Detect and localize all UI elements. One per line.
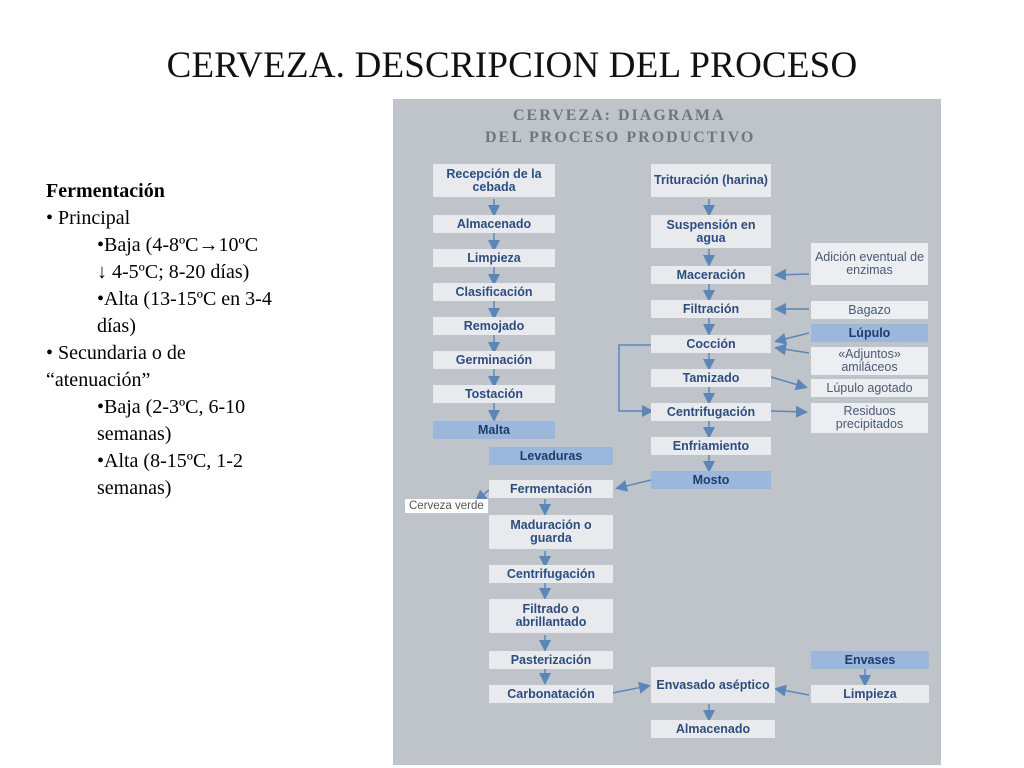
diagram-title: Cerveza: diagrama del proceso productivo bbox=[485, 105, 755, 149]
note-line: •Alta (13-15ºC en 3-4 bbox=[97, 288, 272, 310]
step-pasterizacion: Pasterización bbox=[489, 651, 613, 669]
step-carbonatacion: Carbonatación bbox=[489, 685, 613, 703]
step-maceracion: Maceración bbox=[651, 266, 771, 284]
step-limpieza: Limpieza bbox=[433, 249, 555, 267]
step-envases: Envases bbox=[811, 651, 929, 669]
step-malta: Malta bbox=[433, 421, 555, 439]
notes-heading: Fermentación bbox=[46, 180, 165, 202]
note-line: semanas) bbox=[97, 477, 172, 499]
side-adicion-enzimas: Adición eventual de enzimas bbox=[811, 243, 928, 285]
step-recepcion: Recepción de la cebada bbox=[433, 164, 555, 197]
step-fermentacion: Fermentación bbox=[489, 480, 613, 498]
step-tostacion: Tostación bbox=[433, 385, 555, 403]
diagram-arrows bbox=[474, 199, 871, 722]
step-limpieza-envases: Limpieza bbox=[811, 685, 929, 703]
note-line: •Alta (8-15ºC, 1-2 bbox=[97, 450, 243, 472]
process-diagram: Cerveza: diagrama del proceso productivo… bbox=[393, 99, 941, 765]
step-almacenado: Almacenado bbox=[433, 215, 555, 233]
side-lupulo: Lúpulo bbox=[811, 324, 928, 342]
step-levaduras: Levaduras bbox=[489, 447, 613, 465]
diagram-title-line1: Cerveza: diagrama bbox=[513, 107, 726, 124]
note-line: semanas) bbox=[97, 423, 172, 445]
note-line: •Baja (2-3ºC, 6-10 bbox=[97, 396, 246, 418]
side-residuos: Residuos precipitados bbox=[811, 403, 928, 433]
step-coccion: Cocción bbox=[651, 335, 771, 353]
diagram-title-line2: del proceso productivo bbox=[485, 129, 756, 146]
step-filtracion: Filtración bbox=[651, 300, 771, 318]
step-maduracion: Maduración o guarda bbox=[489, 515, 613, 549]
step-tamizado: Tamizado bbox=[651, 369, 771, 387]
step-mosto: Mosto bbox=[651, 471, 771, 489]
step-trituracion: Trituración (harina) bbox=[651, 164, 771, 197]
note-line: “atenuación” bbox=[46, 369, 151, 391]
step-clasificacion: Clasificación bbox=[433, 283, 555, 301]
step-germinacion: Germinación bbox=[433, 351, 555, 369]
step-suspension: Suspensión en agua bbox=[651, 215, 771, 248]
step-envasado: Envasado aséptico bbox=[651, 667, 775, 703]
side-bagazo: Bagazo bbox=[811, 301, 928, 319]
step-centrifugacion-1: Centrifugación bbox=[651, 403, 771, 421]
side-lupulo-agotado: Lúpulo agotado bbox=[811, 379, 928, 397]
note-line: • Secundaria o de bbox=[46, 342, 186, 364]
note-line: • Principal bbox=[46, 207, 131, 229]
note-line: ↓ 4-5ºC; 8-20 días) bbox=[97, 261, 250, 283]
step-almacenado-final: Almacenado bbox=[651, 720, 775, 738]
note-line: •Baja (4-8ºC→10ºC bbox=[97, 234, 259, 256]
side-adjuntos: «Adjuntos» amiláceos bbox=[811, 347, 928, 375]
cerveza-verde-label: Cerveza verde bbox=[405, 499, 488, 513]
slide-title: CERVEZA. DESCRIPCION DEL PROCESO bbox=[166, 45, 858, 86]
fermentation-notes: Fermentación • Principal •Baja (4-8ºC→10… bbox=[46, 178, 376, 502]
step-enfriamiento: Enfriamiento bbox=[651, 437, 771, 455]
step-remojado: Remojado bbox=[433, 317, 555, 335]
step-filtrado: Filtrado o abrillantado bbox=[489, 599, 613, 633]
note-line: días) bbox=[97, 315, 136, 337]
step-centrifugacion-2: Centrifugación bbox=[489, 565, 613, 583]
